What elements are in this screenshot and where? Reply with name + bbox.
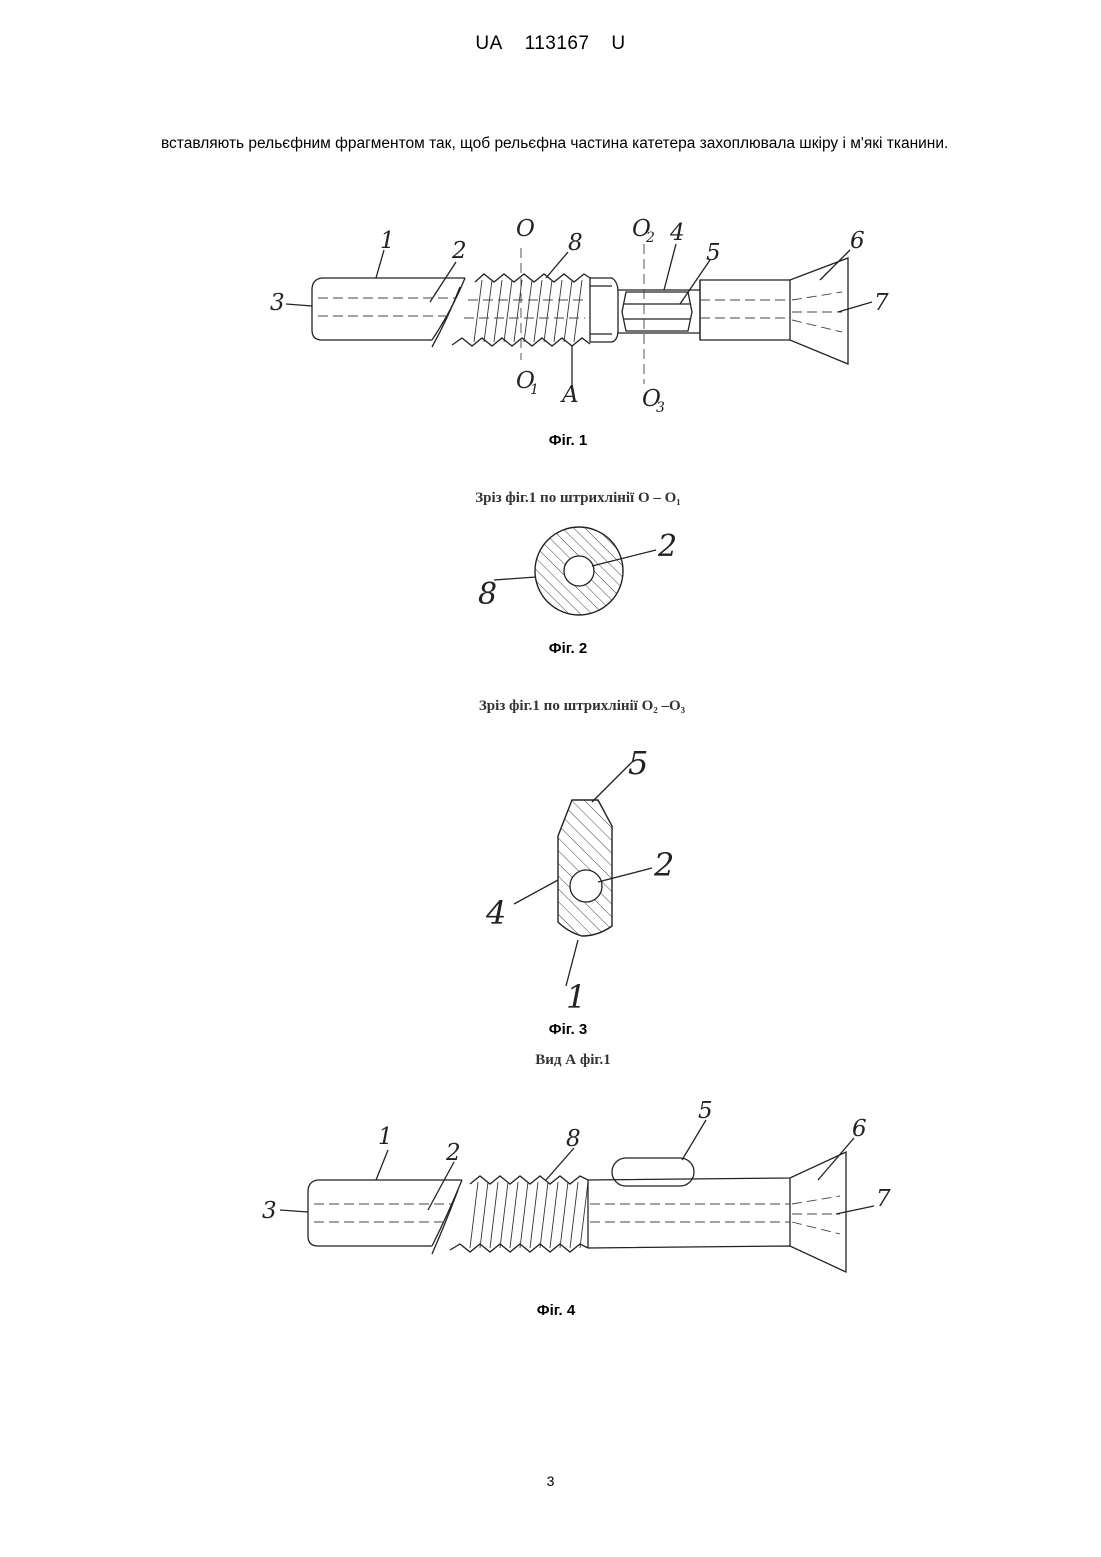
figure-4-caption: Фіг. 4	[456, 1302, 656, 1319]
fig4-label-1: 1	[378, 1124, 393, 1150]
fig4-label-5: 5	[698, 1098, 713, 1124]
page-number: 3	[0, 1473, 1101, 1489]
fig4-label-6: 6	[852, 1116, 867, 1142]
fig4-label-7: 7	[876, 1186, 891, 1212]
fig4-label-2: 2	[445, 1140, 461, 1166]
fig4-label-8: 8	[566, 1126, 581, 1152]
fig4-label-3: 3	[262, 1198, 277, 1224]
